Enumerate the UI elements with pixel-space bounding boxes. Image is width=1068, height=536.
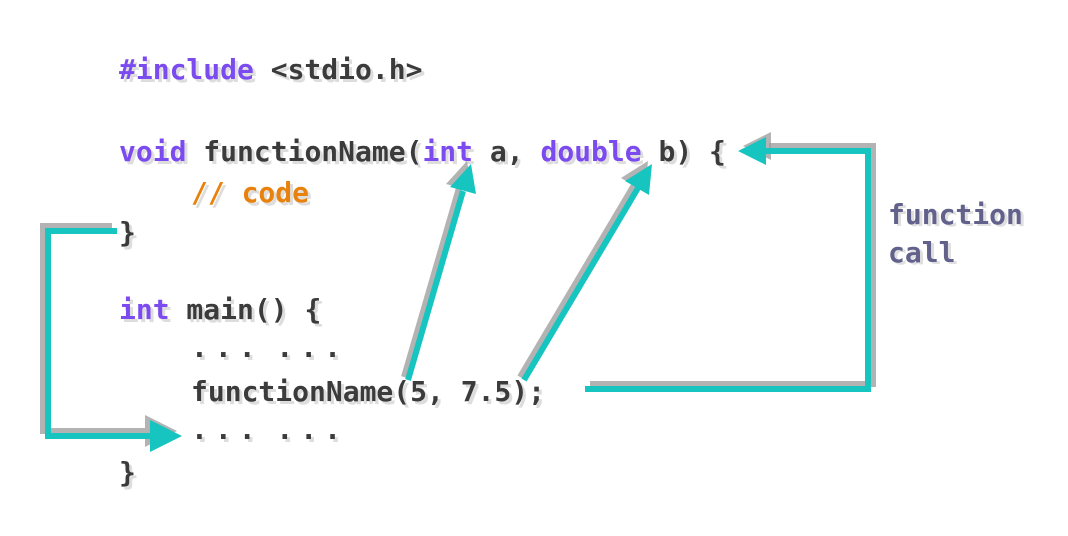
call-arrowhead-icon [738, 137, 766, 165]
code-line-function-close-brace: } [119, 216, 136, 249]
code-line-function-call: functionName(5, 7.5); [191, 375, 546, 408]
main-name: main() { [169, 293, 322, 326]
code-line-function-signature: void functionName(int a, double b) { [119, 135, 726, 169]
code-line-comment: // code [191, 176, 310, 209]
code-line-main-close-brace: } [119, 456, 136, 489]
keyword-double: double [540, 135, 642, 168]
keyword-int-main: int [119, 293, 170, 326]
include-directive: #include [119, 53, 254, 86]
include-header: <stdio.h> [253, 53, 423, 86]
function-name: functionName( [186, 135, 423, 168]
function-call-label-line2: call [888, 236, 956, 269]
code-line-ellipsis-before-call: ... ... [191, 331, 349, 364]
return-arrowhead-icon [150, 420, 182, 452]
keyword-int: int [422, 135, 474, 168]
return-arrow [40, 223, 182, 452]
argument-b-arrow-path [521, 186, 641, 382]
function-call-label: function call [888, 196, 1023, 272]
parameter-b: b) { [641, 135, 726, 168]
keyword-void: void [119, 135, 187, 168]
argument-b-arrow [517, 161, 652, 382]
call-arrow-path [585, 148, 871, 392]
return-arrow-path [45, 228, 150, 439]
parameter-a: a, [473, 135, 541, 168]
argument-a-arrow-path [405, 190, 466, 381]
call-arrow [585, 132, 876, 392]
code-line-include: #include <stdio.h> [119, 53, 422, 87]
function-call-label-line1: function [888, 198, 1023, 231]
argument-a-arrow [401, 161, 476, 381]
code-line-main-signature: int main() { [119, 293, 321, 327]
code-line-ellipsis-after-call: ... ... [191, 413, 349, 446]
